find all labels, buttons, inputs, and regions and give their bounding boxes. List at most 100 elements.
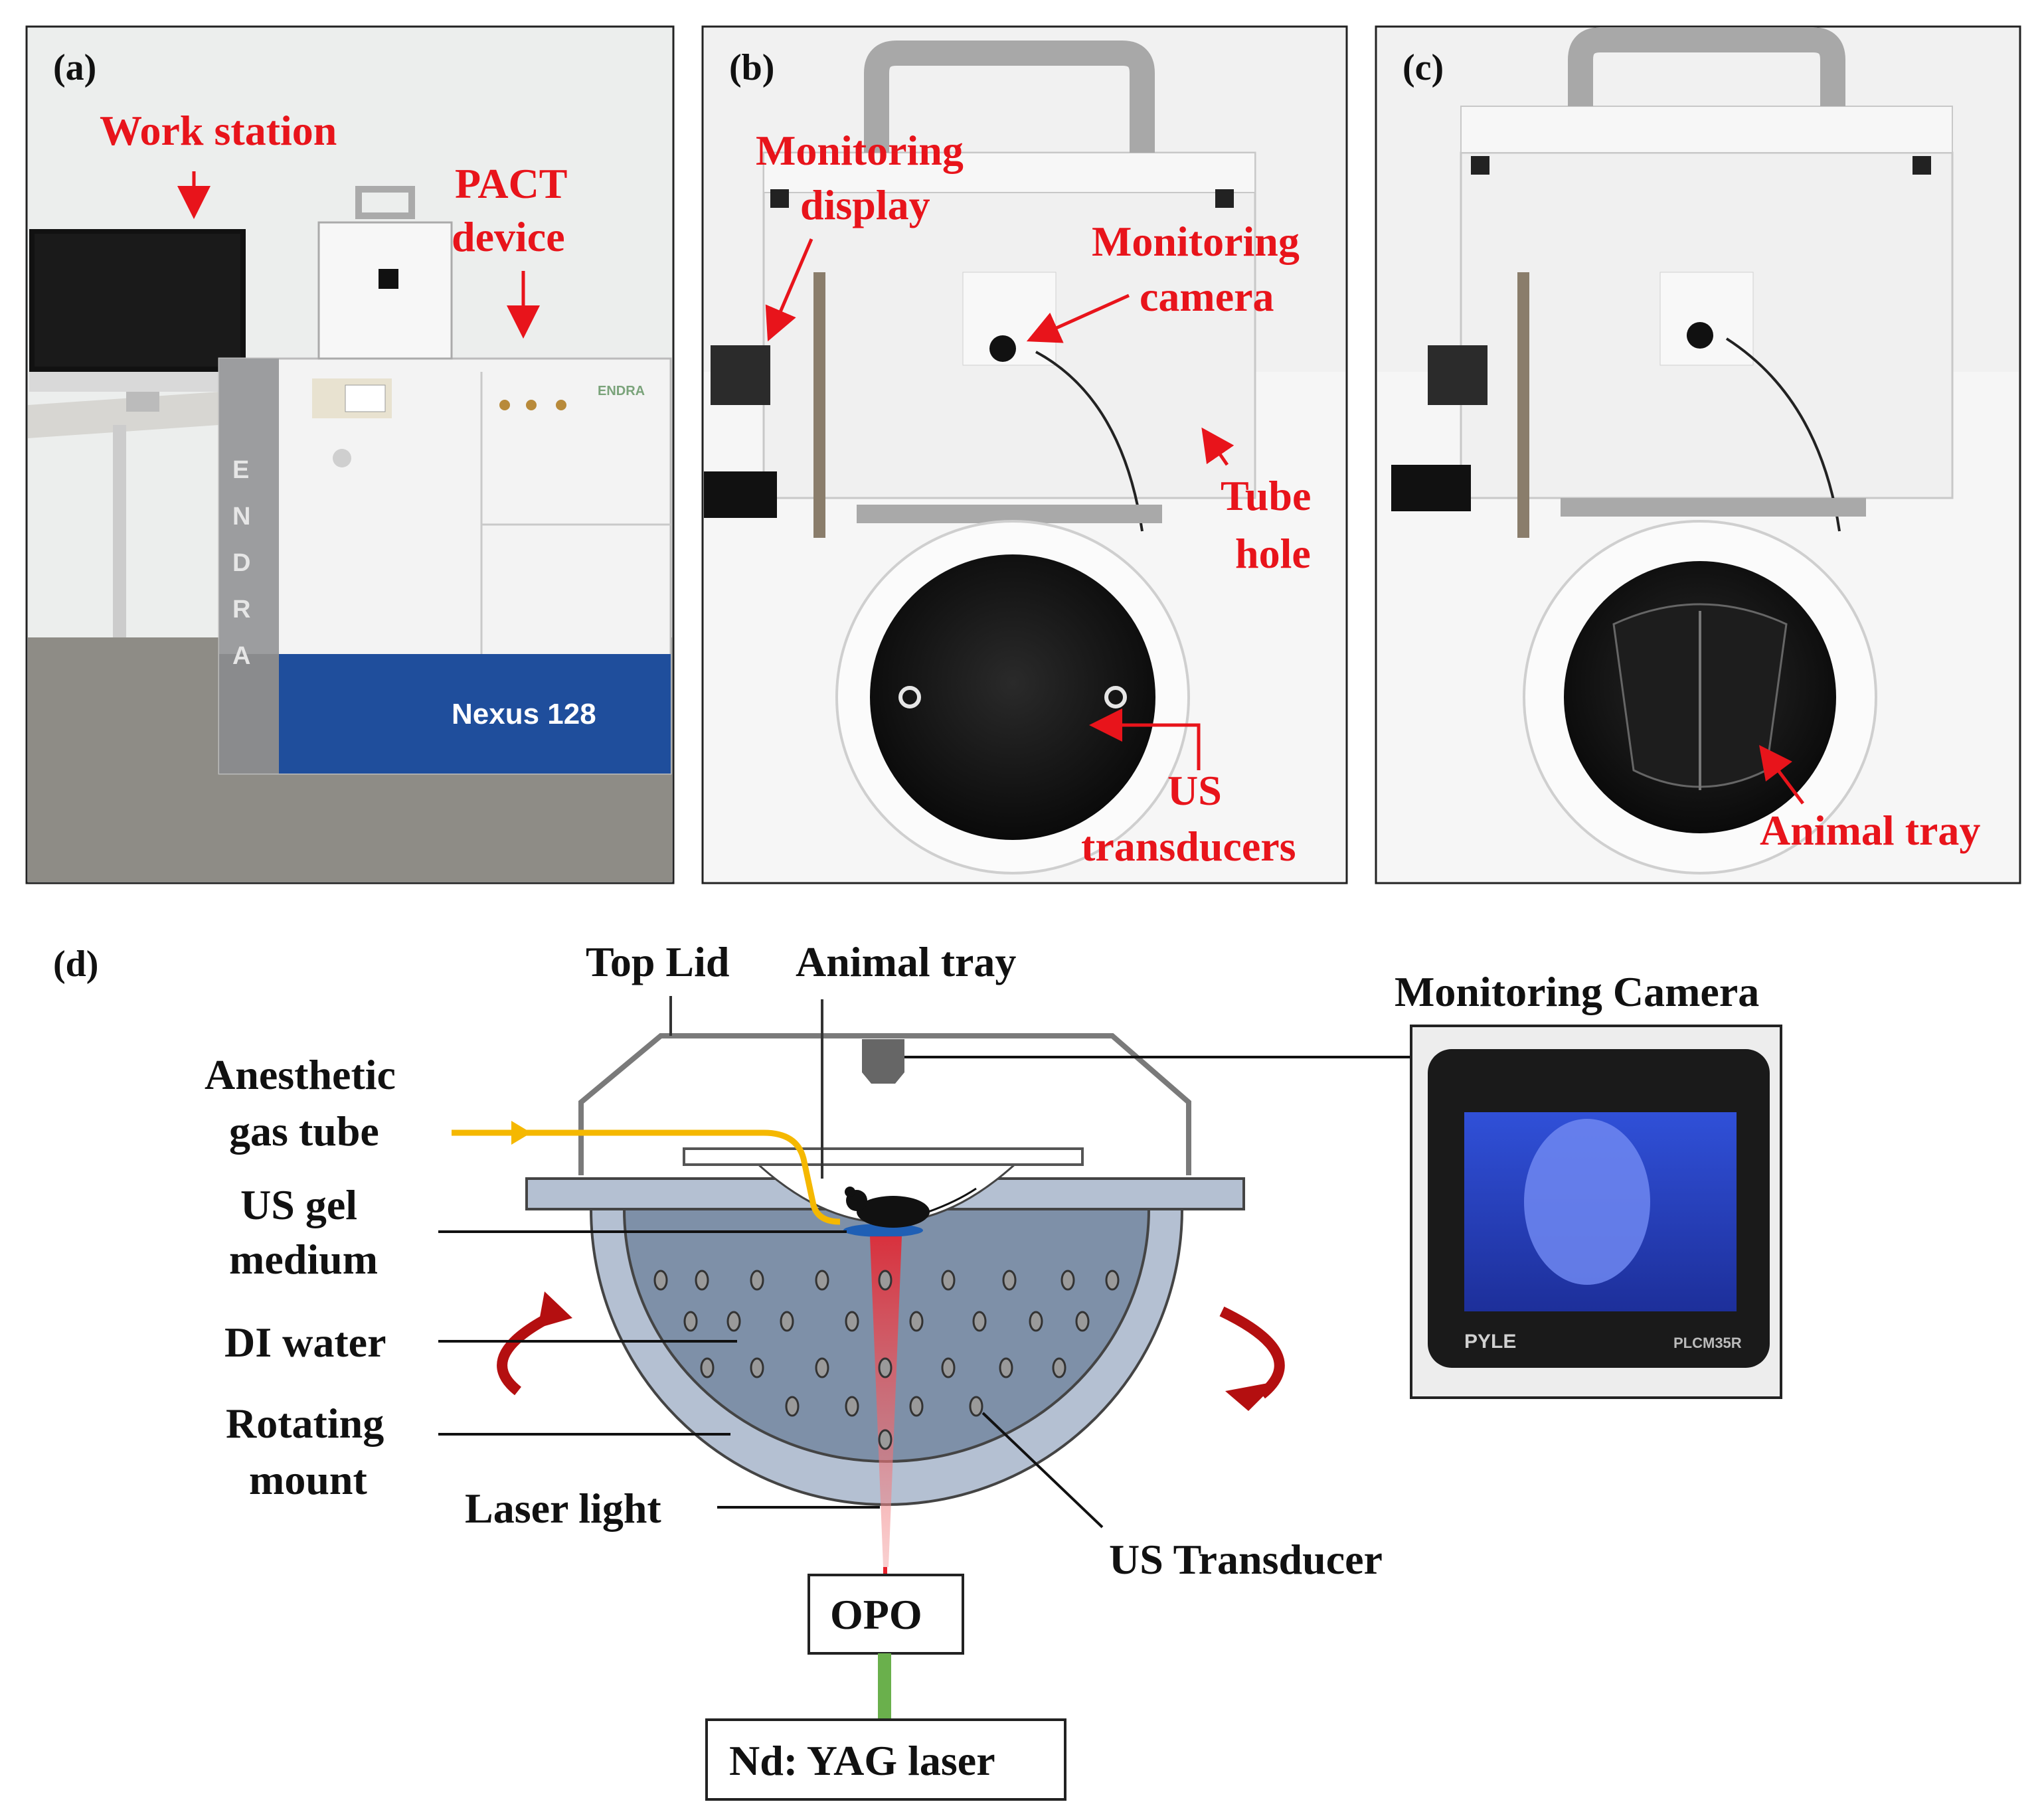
us-transducer-dot — [941, 1357, 956, 1378]
us-transducers-arrow — [1089, 708, 1201, 770]
opo-label: OPO — [830, 1591, 922, 1638]
us-transducer-dot — [785, 1396, 800, 1417]
us-transducer-dot — [969, 1396, 983, 1417]
us-transducer-dot — [845, 1396, 859, 1417]
tube-hole-label-line1: Tube — [1221, 472, 1311, 519]
transducer-dots — [653, 1270, 1120, 1450]
nd-yag-label: Nd: YAG laser — [729, 1737, 995, 1784]
us-transducer-dot — [1029, 1311, 1043, 1332]
us-transducer-dot — [1052, 1357, 1066, 1378]
pact-label-line1: PACT — [455, 160, 567, 207]
open-lid — [1460, 27, 1954, 538]
us-transducer-dot — [750, 1270, 764, 1291]
black-box — [1391, 465, 1471, 511]
us-transducer-dot — [1061, 1270, 1075, 1291]
rotating-mount-label-line2: mount — [249, 1456, 368, 1503]
monitoring-camera-label: Monitoring Camera — [1395, 968, 1759, 1015]
us-transducer-dot — [750, 1357, 764, 1378]
us-transducer-dot — [700, 1357, 715, 1378]
us-transducer-dot — [1075, 1311, 1090, 1332]
us-transducer-dot — [1002, 1270, 1017, 1291]
monitoring-display-device — [711, 345, 770, 405]
desk-leg — [113, 425, 126, 637]
us-transducer-dot — [909, 1311, 924, 1332]
us-transducer-dot — [972, 1311, 987, 1332]
tube-hole-label-line2: hole — [1235, 530, 1311, 577]
us-transducer-dot — [878, 1270, 892, 1291]
pact-lid — [317, 186, 453, 360]
monitoring-display-device — [1428, 345, 1488, 405]
us-transducer-dot — [683, 1311, 698, 1332]
us-transducer-dot — [1105, 1270, 1120, 1291]
monitoring-camera-label-line2: camera — [1140, 273, 1274, 320]
anesthetic-label-line1: Anesthetic — [205, 1051, 396, 1098]
device-model: Nexus 128 — [452, 698, 596, 730]
device-brand-letter: N — [232, 503, 250, 531]
animal-tray-arrow — [1759, 745, 1804, 805]
us-transducers-label-line1: US — [1167, 767, 1222, 814]
us-transducer-dot — [878, 1429, 892, 1450]
di-water-label: DI water — [224, 1319, 386, 1366]
mouse — [845, 1187, 977, 1228]
animal-tray-plate — [683, 1147, 1084, 1166]
panel-b-letter: (b) — [729, 47, 774, 88]
rotation-arrowhead-right — [1225, 1381, 1278, 1411]
us-transducers-label-line2: transducers — [1081, 823, 1296, 870]
camera-screen-mouse — [1524, 1119, 1650, 1285]
animal-tray-label: Animal tray — [796, 938, 1016, 985]
us-transducer-label: US Transducer — [1109, 1536, 1383, 1583]
monitoring-display-arrow — [765, 238, 813, 342]
device-logo: ENDRA — [598, 384, 645, 398]
rotation-arrow-right — [1219, 1306, 1285, 1399]
panel-d: (d) — [53, 938, 1782, 1801]
device-brand-letter: R — [232, 596, 250, 623]
pact-label-line2: device — [452, 213, 565, 260]
us-transducer-dot — [815, 1357, 829, 1378]
panel-b: (b) Monitoring display Monitoring camera… — [701, 25, 1348, 884]
us-transducer-leader — [981, 1412, 1104, 1529]
opo-box — [808, 1574, 964, 1655]
gas-flow-arrowhead — [511, 1121, 531, 1145]
device-brand-letter: A — [232, 642, 250, 670]
monitoring-display-label-line1: Monitoring — [756, 127, 964, 174]
us-transducer-dot — [941, 1270, 956, 1291]
us-transducer-dot — [653, 1270, 668, 1291]
device-brand-letter: D — [232, 549, 250, 577]
tube-hole-arrow — [1201, 427, 1234, 466]
top-lid — [578, 1033, 1191, 1175]
monitoring-camera-arrow — [1026, 293, 1130, 343]
panel-c: (c) Animal tray — [1375, 25, 2021, 884]
monitoring-camera-unit — [862, 1039, 904, 1084]
fiber-link — [878, 1653, 891, 1720]
transducer-bowl — [835, 520, 1190, 874]
laser-beam — [870, 1236, 902, 1567]
rotation-arrowhead-left — [538, 1291, 572, 1328]
panel-d-letter: (d) — [53, 944, 98, 985]
us-transducer-dot — [878, 1357, 892, 1378]
anesthetic-gas-tube — [525, 1129, 841, 1225]
device-brand-letter: E — [232, 456, 249, 484]
anesthetic-label-line2: gas tube — [229, 1108, 379, 1155]
camera-brand: PYLE — [1464, 1331, 1516, 1353]
us-transducer-dot — [726, 1311, 741, 1332]
rotating-mount-label-line1: Rotating — [226, 1400, 384, 1447]
animal-tray-label: Animal tray — [1760, 807, 1980, 854]
us-transducer-dot — [999, 1357, 1013, 1378]
monitoring-display-label-line2: display — [800, 181, 930, 228]
camera-model: PLCM35R — [1673, 1335, 1742, 1351]
top-lid-label: Top Lid — [586, 938, 729, 985]
work-station-label: Work station — [100, 107, 337, 154]
monitoring-camera-label-line1: Monitoring — [1092, 218, 1300, 265]
us-transducer-dot — [845, 1311, 859, 1332]
us-transducer-dot — [695, 1270, 709, 1291]
panel-c-letter: (c) — [1402, 47, 1444, 88]
laser-light-label: Laser light — [465, 1485, 661, 1532]
panel-a-letter: (a) — [53, 47, 96, 88]
pact-device — [218, 357, 672, 775]
desk — [28, 392, 219, 438]
panel-a: E N D R A ENDRA Nexus 128 (a) Work stati… — [25, 25, 675, 884]
workstation-monitor — [29, 229, 246, 412]
us-gel-label-line1: US gel — [240, 1181, 357, 1228]
open-lid — [762, 41, 1256, 538]
